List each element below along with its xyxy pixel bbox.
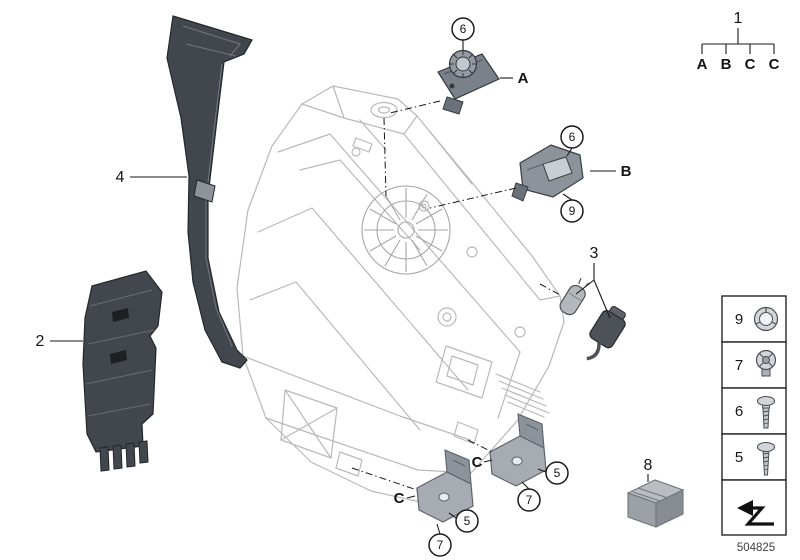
variant-b-label[interactable]: B (621, 163, 632, 180)
leader-label-c-left (406, 495, 416, 499)
part-3-bulb-and-socket (559, 277, 626, 361)
part-8-label[interactable]: 8 (644, 457, 653, 474)
self-tapping-screw-icon (756, 441, 776, 476)
dash-leader-c-right (467, 439, 493, 453)
callout-circle-9-at-b[interactable] (560, 199, 584, 223)
callout-7-right-label[interactable]: 7 (526, 493, 533, 507)
legend-root-label[interactable]: 1 (734, 10, 743, 27)
legend-leaf-c2[interactable]: C (769, 56, 780, 73)
leader-3 (575, 263, 611, 319)
headlamp-housing-outline (236, 85, 565, 505)
part-2-label[interactable]: 2 (36, 333, 45, 350)
variant-a-label[interactable]: A (518, 70, 529, 87)
callout-5-right-label[interactable]: 5 (554, 466, 561, 480)
pan-head-screw-icon (756, 395, 776, 429)
sidebar-item-5-label[interactable]: 5 (735, 449, 743, 466)
legend-leaf-b[interactable]: B (721, 56, 732, 73)
cross-reference-arrow-icon (737, 500, 774, 526)
grommet-icon (753, 306, 779, 332)
part-c-bracket-right (489, 413, 547, 487)
callout-5-left-label[interactable]: 5 (464, 514, 471, 528)
callout-9-at-b-label[interactable]: 9 (569, 204, 576, 218)
legend-tree-lines (701, 28, 775, 54)
callout-6-at-a-label[interactable]: 6 (460, 22, 467, 36)
part-2-side-bracket (82, 270, 163, 472)
leader-5-right (537, 468, 547, 473)
legend-leaf-c1[interactable]: C (745, 56, 756, 73)
sidebar-item-7[interactable] (721, 341, 787, 389)
callout-circle-5-right[interactable] (545, 461, 569, 485)
legend-leaf-a[interactable]: A (697, 56, 708, 73)
variant-c-left-label[interactable]: C (394, 490, 405, 507)
projector-grille (361, 185, 451, 275)
part-4-label[interactable]: 4 (116, 169, 125, 186)
callout-circle-7-left[interactable] (428, 533, 452, 557)
leader-6b (566, 147, 573, 157)
callout-circle-7-right[interactable] (517, 488, 541, 512)
part-a-adjuster-bracket (437, 49, 500, 115)
callout-6-at-b-label[interactable]: 6 (569, 130, 576, 144)
part-3-label[interactable]: 3 (590, 245, 599, 262)
leader-label-c-right (483, 459, 493, 463)
leader-5-left (448, 512, 457, 519)
sidebar-item-6[interactable] (721, 387, 787, 435)
dash-leader-b (429, 187, 517, 209)
variant-c-right-label[interactable]: C (472, 454, 483, 471)
sidebar-item-7-label[interactable]: 7 (735, 357, 743, 374)
callout-circle-6-at-a[interactable] (451, 17, 475, 41)
callout-circle-6-at-b[interactable] (560, 125, 584, 149)
part-c-bracket-left (416, 449, 474, 523)
part-b-bracket (511, 144, 584, 202)
usage-legend: 1 A B C C (697, 10, 780, 73)
callout-circle-5-left[interactable] (455, 509, 479, 533)
diagram-number: 504825 (737, 542, 775, 554)
dash-leader-a-axis (383, 117, 387, 197)
leader-9 (562, 193, 573, 201)
dash-leader-3 (539, 283, 561, 296)
part-4-seal-gasket (166, 15, 253, 369)
callout-7-left-label[interactable]: 7 (437, 538, 444, 552)
dash-leader-c-left (351, 467, 418, 491)
leader-7-left (436, 523, 441, 535)
fastener-sidebar: 9 7 6 5 (721, 295, 787, 536)
sidebar-item-9-label[interactable]: 9 (735, 311, 743, 328)
sidebar-item-6-label[interactable]: 6 (735, 403, 743, 420)
sidebar-item-5[interactable] (721, 433, 787, 481)
leader-7-right (521, 481, 530, 490)
adjusting-screw-icon (755, 349, 777, 377)
part-8-repair-kit-box (626, 479, 685, 528)
dash-leader-a (389, 100, 441, 114)
